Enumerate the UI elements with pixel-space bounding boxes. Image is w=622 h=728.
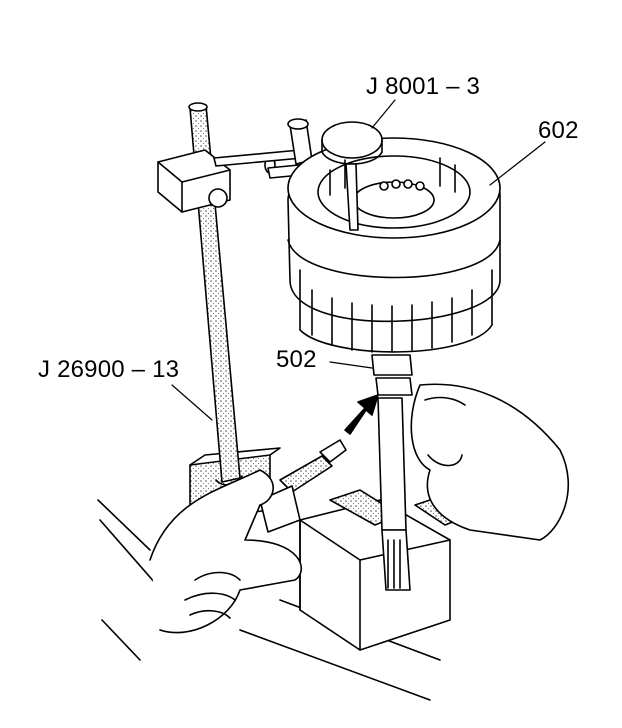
callout-502: 502 (276, 346, 317, 373)
dial-indicator-plunger (321, 121, 383, 231)
post-clamp (157, 149, 276, 213)
airflow-arrow (344, 394, 379, 435)
drum-assembly-602 (287, 137, 501, 353)
right-hand (410, 383, 570, 541)
leader-lines (171, 99, 546, 421)
shaft-502 (371, 354, 413, 591)
callout-j-8001-3: J 8001 – 3 (366, 73, 481, 100)
left-hand (149, 469, 303, 634)
callout-j-26900-13: J 26900 – 13 (38, 356, 180, 383)
callout-602: 602 (538, 117, 579, 144)
